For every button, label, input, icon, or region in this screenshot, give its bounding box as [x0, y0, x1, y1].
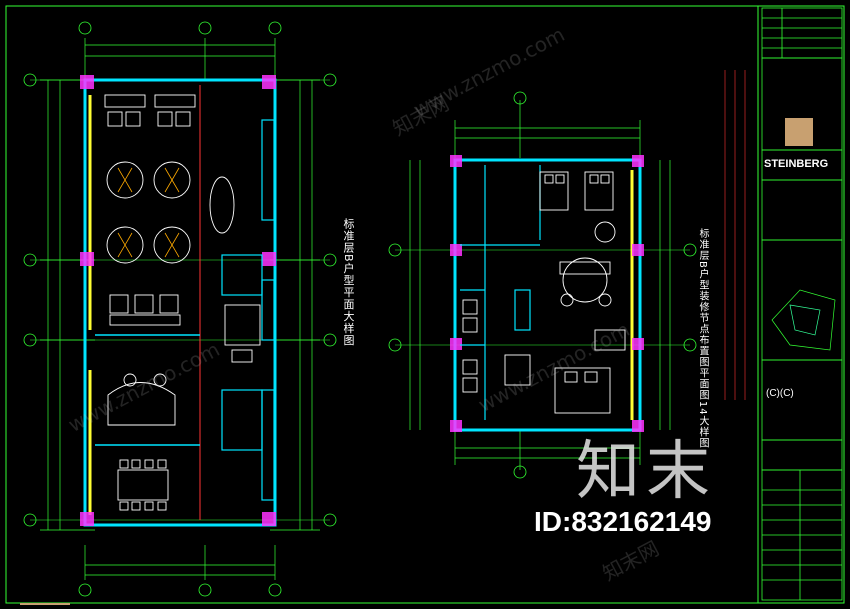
title-block [761, 7, 843, 601]
title-block-logo-block [785, 118, 813, 146]
company-logo: (C)(C) [766, 388, 794, 399]
site-key-plan [771, 289, 836, 351]
id-watermark: ID:832162149 [534, 506, 712, 537]
left-plan-title: 标准层B户型平面大样图 [342, 218, 355, 347]
brand-watermark: 知末 [576, 435, 716, 509]
right-floor-plan [388, 91, 697, 479]
left-floor-plan [23, 21, 337, 597]
brand-name: STEINBERG [764, 158, 829, 170]
right-plan-title: 标准层B户型装修节点布置图平面图14大样图 [697, 228, 708, 449]
sheet-border [5, 5, 845, 604]
red-notes [724, 70, 746, 400]
